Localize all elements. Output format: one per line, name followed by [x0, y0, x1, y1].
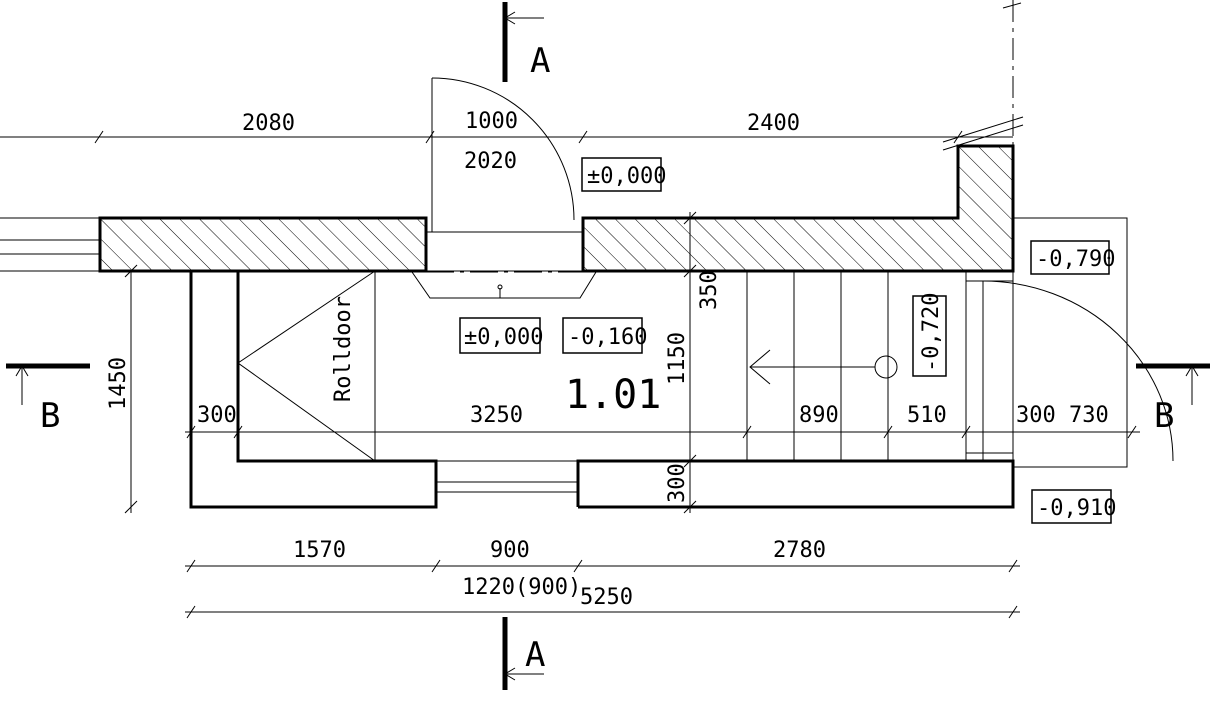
- dim-stair-510: 510: [907, 403, 947, 428]
- section-b-right: B: [1154, 396, 1174, 436]
- dimension-lines: [0, 130, 1140, 619]
- level-room: -0,160: [568, 325, 647, 350]
- dim-bottom-1570: 1570: [293, 538, 346, 563]
- dim-left-height: 1450: [106, 357, 131, 410]
- section-labels: A A B B: [40, 41, 1174, 675]
- section-a-bottom: A: [525, 635, 545, 675]
- dim-vert-300: 300: [665, 463, 690, 503]
- wall-top-left: [98, 216, 428, 273]
- dim-room-length: 3250: [470, 403, 523, 428]
- dim-bottom-total: 5250: [580, 585, 633, 610]
- level-stair: -0,720: [919, 293, 944, 372]
- level-texts: ±0,000 ±0,000 -0,160 -0,720 -0,790 -0,91…: [464, 164, 1116, 521]
- dim-top-right: 2400: [747, 111, 800, 136]
- dim-top-left: 2080: [242, 111, 295, 136]
- dim-bottom-900: 900: [490, 538, 530, 563]
- dim-door-height: 2020: [464, 149, 517, 174]
- section-a-top: A: [530, 41, 550, 81]
- dim-right-300-730: 300 730: [1016, 403, 1109, 428]
- dim-wall-left: 300: [197, 403, 237, 428]
- section-markers: [6, 2, 1210, 690]
- rolldoor-label: Rolldoor: [331, 296, 356, 402]
- dim-bottom-opening: 1220(900): [462, 575, 581, 600]
- dim-vert-350: 350: [697, 270, 722, 310]
- hatched-walls: [98, 144, 1015, 273]
- dim-vert-1150: 1150: [665, 332, 690, 385]
- level-boxes: [459, 157, 1112, 524]
- level-right-lower: -0,910: [1037, 496, 1116, 521]
- level-right-upper: -0,790: [1036, 247, 1115, 272]
- dim-stair-890: 890: [799, 403, 839, 428]
- section-b-left: B: [40, 396, 60, 436]
- room-number: 1.01: [565, 372, 661, 418]
- level-inside-door: ±0,000: [464, 325, 543, 350]
- dimension-texts: 2080 1000 2020 2400 300 3250 890 510 300…: [106, 109, 1109, 610]
- level-outside-top: ±0,000: [587, 164, 666, 189]
- thin-lines: [0, 0, 1174, 493]
- dim-door-width: 1000: [465, 109, 518, 134]
- dim-bottom-2780: 2780: [773, 538, 826, 563]
